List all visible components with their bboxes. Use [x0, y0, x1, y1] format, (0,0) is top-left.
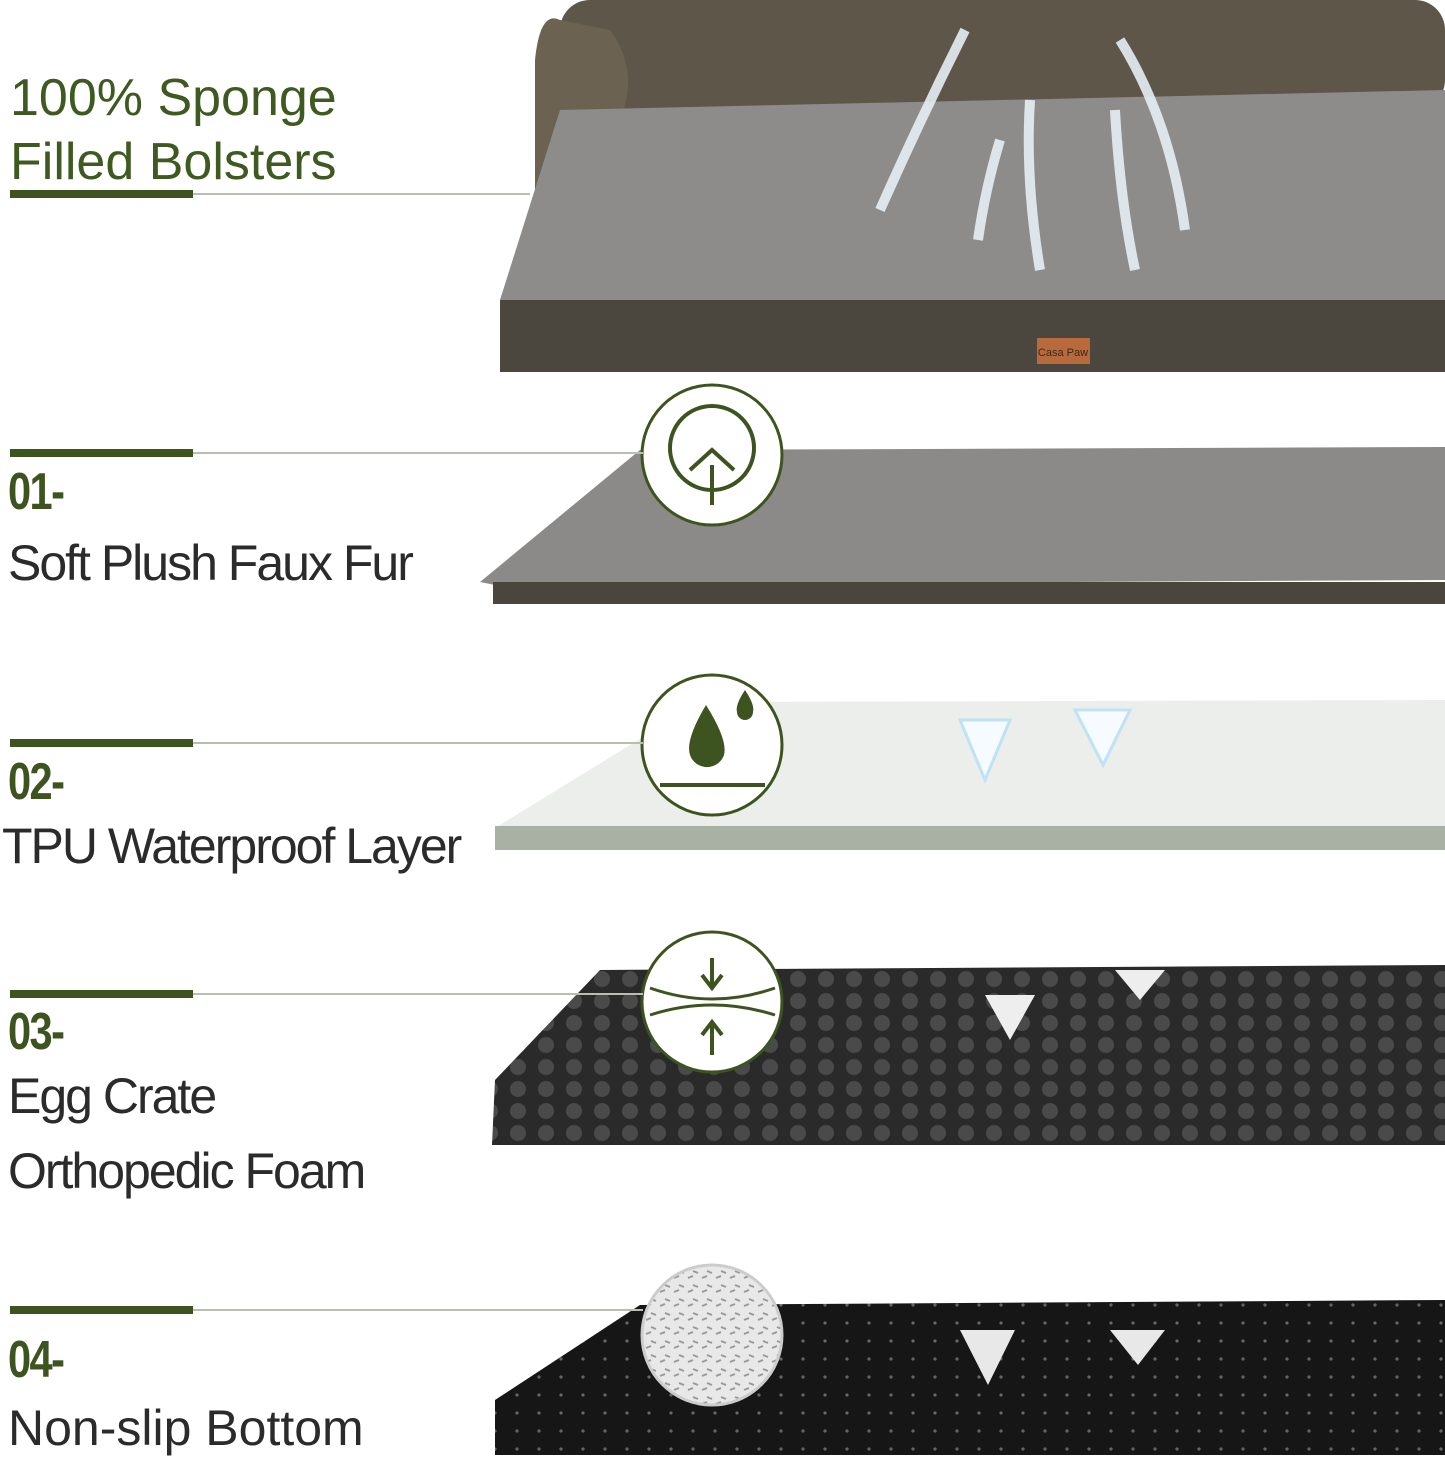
layer-1-number: 01-	[8, 463, 65, 521]
layer-2-label: TPU Waterproof Layer	[2, 818, 462, 874]
layer-3-label-line-1: Egg Crate	[8, 1068, 217, 1124]
layer-3-label-line-2: Orthopedic Foam	[8, 1143, 366, 1199]
egg-crate-foam	[492, 965, 1445, 1145]
brand-tag	[1037, 338, 1090, 364]
cotton-icon	[640, 383, 784, 527]
svg-text:Casa Paw: Casa Paw	[1038, 347, 1088, 359]
layer-4-number: 04-	[8, 1331, 65, 1389]
non-slip-pattern-icon	[640, 1263, 784, 1407]
layer-2-number: 02-	[8, 753, 65, 811]
bolster-bed: Casa Paw	[500, 0, 1445, 372]
layer-3-leader	[193, 993, 643, 995]
layer-4-label: Non-slip Bottom	[8, 1400, 364, 1456]
layer-1-leader	[193, 452, 643, 454]
layer-2-leader	[193, 742, 643, 744]
title-line-2: Filled Bolsters	[10, 133, 337, 191]
bolster-title: 100% Sponge Filled Bolsters	[10, 66, 337, 194]
layer-2-bar	[10, 739, 193, 747]
layer-4-bar	[10, 1306, 193, 1314]
title-accent-bar	[10, 190, 193, 198]
layer-1-label: Soft Plush Faux Fur	[8, 535, 414, 591]
layer-3-bar	[10, 990, 193, 998]
title-leader-line	[193, 193, 530, 195]
faux-fur-layer	[480, 447, 1445, 585]
title-line-1: 100% Sponge	[10, 69, 337, 127]
non-slip-bottom	[495, 1300, 1445, 1455]
layer-4-leader	[193, 1309, 643, 1311]
layer-1-bar	[10, 449, 193, 457]
pressure-relief-icon	[640, 930, 784, 1074]
water-drops-icon	[640, 673, 784, 817]
layer-3-number: 03-	[8, 1003, 65, 1061]
